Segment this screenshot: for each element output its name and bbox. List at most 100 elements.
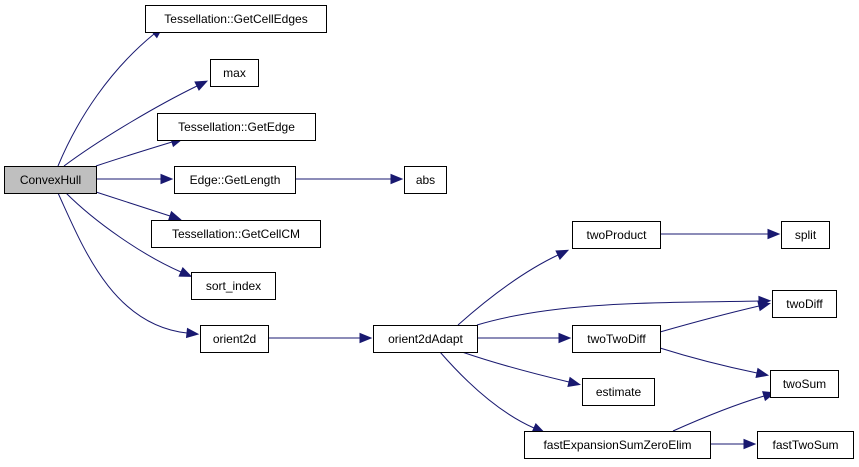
edge-line: [476, 300, 760, 326]
node-label: orient2dAdapt: [388, 332, 463, 346]
edge-orient2d-adapt-to-estimate: [461, 351, 581, 387]
edge-orient2d-to-orient2d-adapt: [268, 332, 373, 344]
edge-line: [659, 347, 758, 374]
node-box: [770, 370, 839, 398]
arrowhead-icon: [185, 327, 200, 339]
node-label: estimate: [596, 385, 642, 399]
edge-two-two-diff-to-two-sum: [659, 347, 770, 379]
arrowhead-icon: [390, 173, 404, 185]
edge-line: [63, 85, 198, 167]
edge-line: [95, 141, 173, 167]
node-label: abs: [416, 173, 435, 187]
edge-line: [65, 192, 182, 273]
arrowhead-icon: [167, 210, 182, 221]
edge-two-two-diff-to-two-diff: [659, 301, 771, 333]
edge-orient2d-adapt-to-two-product: [457, 249, 570, 326]
node-get-cell-edges[interactable]: Tessellation::GetCellEdges: [145, 5, 327, 33]
node-two-diff[interactable]: twoDiff: [772, 290, 837, 318]
node-box: [757, 431, 854, 459]
node-get-length[interactable]: Edge::GetLength: [174, 166, 296, 194]
node-box: [145, 5, 327, 33]
edge-fast-expansion-sum-zero-elim-to-fast-two-sum: [710, 438, 757, 450]
edges-layer: [57, 26, 781, 450]
edge-orient2d-adapt-to-fast-expansion-sum-zero-elim: [439, 351, 546, 433]
arrowhead-icon: [767, 228, 781, 240]
edge-two-product-to-split: [660, 228, 781, 240]
node-fast-two-sum[interactable]: fastTwoSum: [757, 431, 854, 459]
node-estimate[interactable]: estimate: [582, 378, 655, 406]
edge-convex-hull-to-sort-index: [65, 192, 193, 277]
arrowhead-icon: [755, 367, 770, 379]
node-box: [4, 166, 97, 194]
node-box: [373, 325, 478, 353]
edge-convex-hull-to-get-length: [96, 173, 174, 185]
node-two-sum[interactable]: twoSum: [770, 370, 839, 398]
node-label: twoDiff: [786, 297, 823, 311]
node-label: split: [795, 228, 817, 242]
node-label: Tessellation::GetCellCM: [172, 227, 300, 241]
node-get-cell-cm[interactable]: Tessellation::GetCellCM: [151, 220, 321, 248]
node-box: [781, 221, 830, 249]
edge-get-length-to-abs: [295, 173, 404, 185]
node-label: Tessellation::GetEdge: [178, 120, 295, 134]
node-orient2d-adapt[interactable]: orient2dAdapt: [373, 325, 478, 353]
edge-convex-hull-to-max: [63, 80, 209, 167]
edge-line: [439, 351, 535, 429]
edge-convex-hull-to-orient2d: [57, 192, 200, 339]
node-abs[interactable]: abs: [404, 166, 447, 194]
node-get-edge[interactable]: Tessellation::GetEdge: [157, 113, 316, 141]
node-label: orient2d: [213, 332, 256, 346]
edge-line: [57, 192, 188, 334]
node-box: [174, 166, 296, 194]
edge-line: [57, 33, 155, 167]
edge-line: [672, 395, 765, 432]
node-label: Edge::GetLength: [190, 173, 281, 187]
edge-convex-hull-to-get-cell-edges: [57, 26, 164, 167]
edge-convex-hull-to-get-cell-cm: [95, 191, 182, 221]
node-box: [157, 113, 316, 141]
arrowhead-icon: [555, 249, 570, 260]
edge-line: [659, 305, 760, 333]
edge-fast-expansion-sum-zero-elim-to-two-sum: [672, 391, 776, 432]
arrowhead-icon: [178, 266, 193, 277]
node-label: twoProduct: [586, 228, 647, 242]
node-box: [151, 220, 321, 248]
nodes-layer: ConvexHull Tessellation::GetCellEdgesmaxT…: [4, 5, 854, 459]
node-label: twoSum: [783, 377, 826, 391]
node-split[interactable]: split: [781, 221, 830, 249]
node-box: [200, 325, 269, 353]
node-label: twoTwoDiff: [587, 332, 646, 346]
node-label: fastTwoSum: [772, 438, 838, 452]
node-box: [572, 221, 661, 249]
edge-orient2d-adapt-to-two-two-diff: [477, 332, 572, 344]
node-box: [191, 272, 276, 300]
edge-line: [461, 351, 570, 383]
node-label: ConvexHull: [20, 173, 81, 187]
node-orient2d[interactable]: orient2d: [200, 325, 269, 353]
node-box: [210, 59, 259, 87]
node-sort-index[interactable]: sort_index: [191, 272, 276, 300]
node-label: max: [223, 66, 246, 80]
node-box: [772, 290, 837, 318]
node-two-two-diff[interactable]: twoTwoDiff: [572, 325, 661, 353]
node-two-product[interactable]: twoProduct: [572, 221, 661, 249]
node-box: [524, 431, 711, 459]
edge-line: [457, 254, 559, 326]
edge-line: [95, 191, 171, 217]
arrowhead-icon: [359, 332, 373, 344]
node-label: sort_index: [206, 279, 261, 293]
node-label: Tessellation::GetCellEdges: [164, 12, 307, 26]
arrowhead-icon: [160, 173, 174, 185]
node-max[interactable]: max: [210, 59, 259, 87]
arrowhead-icon: [567, 376, 581, 387]
edge-convex-hull-to-get-edge: [95, 137, 184, 167]
edge-orient2d-adapt-to-two-diff: [476, 295, 772, 326]
node-convex-hull: ConvexHull: [4, 166, 97, 194]
node-box: [582, 378, 655, 406]
arrowhead-icon: [743, 438, 757, 450]
node-fast-expansion-sum-zero-elim[interactable]: fastExpansionSumZeroElim: [524, 431, 711, 459]
arrowhead-icon: [558, 332, 572, 344]
node-label: fastExpansionSumZeroElim: [543, 438, 691, 452]
arrowhead-icon: [757, 301, 771, 312]
